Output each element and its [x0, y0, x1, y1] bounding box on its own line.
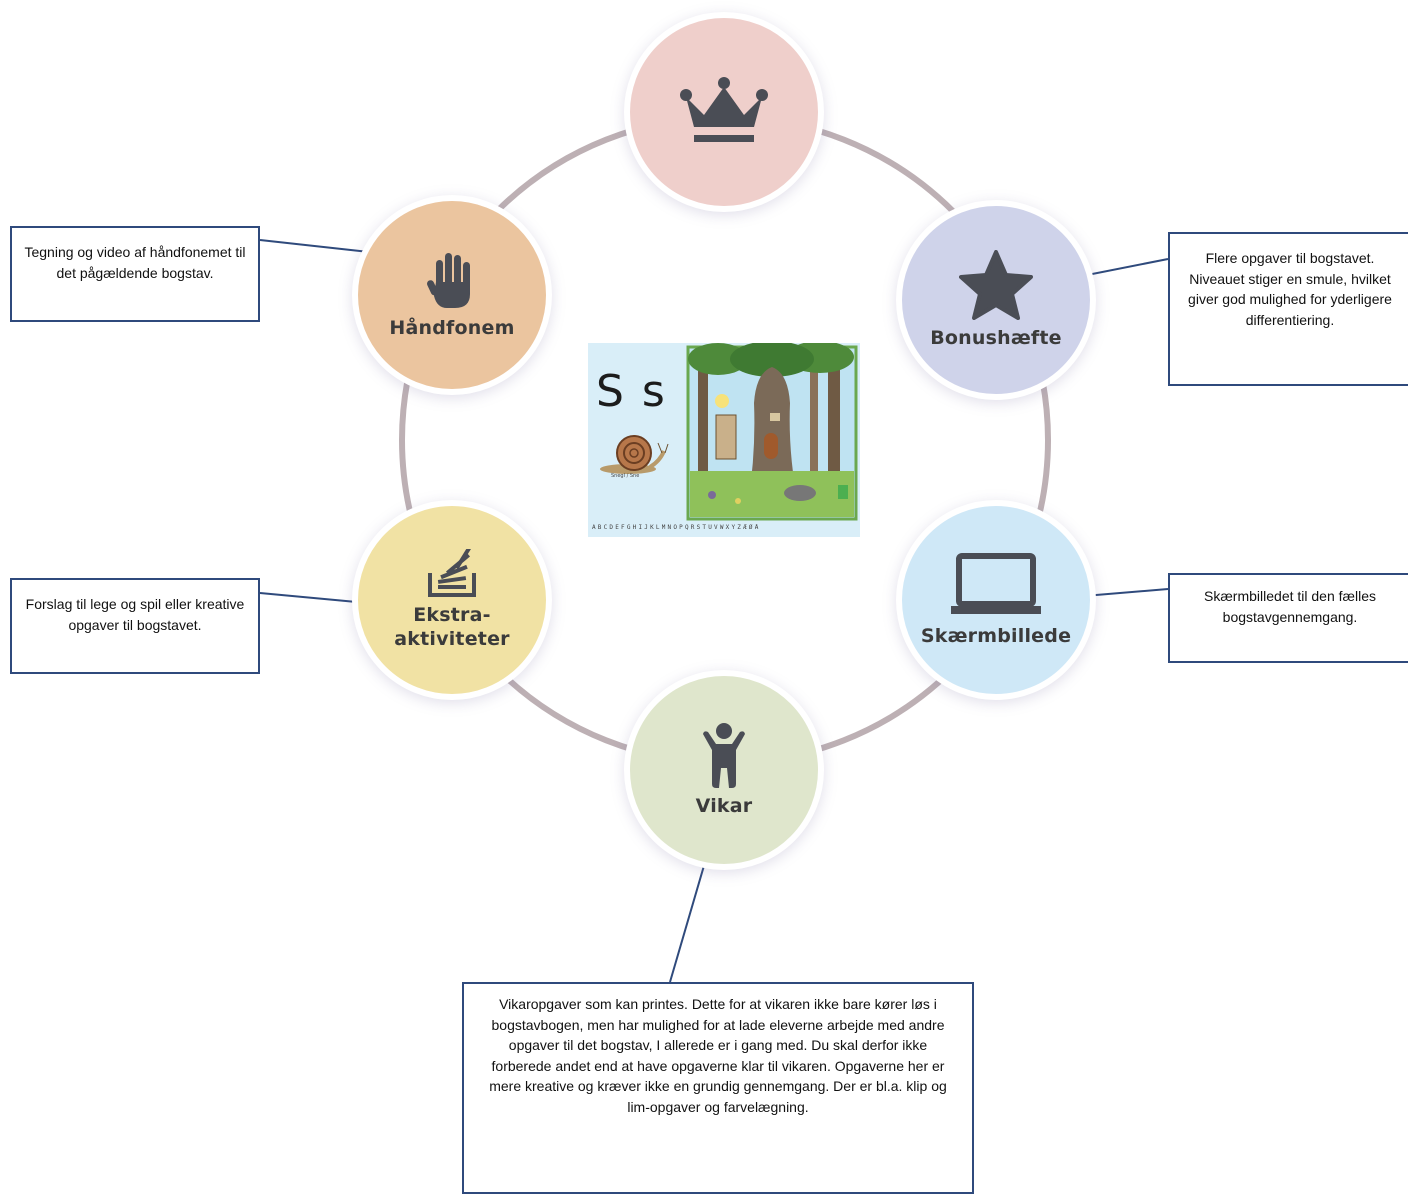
node-bonushaefte[interactable]: Bonushæfte [896, 200, 1096, 400]
stack-icon [428, 549, 476, 597]
letter-page-image: S s Snegl / Sne ABCDEFGHIJKLMNOPQRSTUVW [588, 343, 860, 537]
letter-s-heading: S s [596, 366, 667, 417]
forest-scene-illustration [686, 343, 858, 521]
callout-skaermbillede: Skærmbilledet til den fælles bogstavgenn… [1168, 573, 1408, 663]
snail-caption: Snegl / Sne [611, 473, 640, 479]
snail-illustration [600, 435, 669, 474]
node-label-ekstra-line2: aktiviteter [394, 628, 510, 650]
node-handfonem[interactable]: Håndfonem [352, 195, 552, 395]
node-crown[interactable] [624, 12, 824, 212]
alphabet-strip: ABCDEFGHIJKLMNOPQRSTUVWXYZÆØÅ [592, 524, 761, 531]
node-label-skaermbillede: Skærmbillede [920, 625, 1072, 647]
callout-handfonem: Tegning og video af håndfonemet til det … [10, 226, 260, 322]
node-label-ekstra: Ekstra- aktiviteter [394, 603, 509, 651]
monitor-icon [951, 553, 1041, 614]
callout-vikar: Vikaropgaver som kan printes. Dette for … [462, 982, 974, 1194]
node-label-vikar: Vikar [695, 795, 753, 817]
node-label-handfonem: Håndfonem [389, 317, 515, 339]
node-ekstra-aktiviteter[interactable]: Ekstra- aktiviteter [352, 500, 552, 700]
crown-icon [680, 77, 768, 142]
person-icon [703, 723, 745, 788]
node-skaermbillede[interactable]: Skærmbillede [896, 500, 1096, 700]
callout-bonushaefte: Flere opgaver til bogstavet. Niveauet st… [1168, 232, 1408, 386]
callout-ekstra-aktiviteter: Forslag til lege og spil eller kreative … [10, 578, 260, 674]
node-label-bonushaefte: Bonushæfte [930, 327, 1062, 349]
hand-icon [427, 253, 470, 308]
node-label-ekstra-line1: Ekstra- [413, 604, 491, 626]
node-vikar[interactable]: Vikar [624, 670, 824, 870]
star-icon [959, 250, 1033, 320]
connector-hand [259, 239, 379, 254]
